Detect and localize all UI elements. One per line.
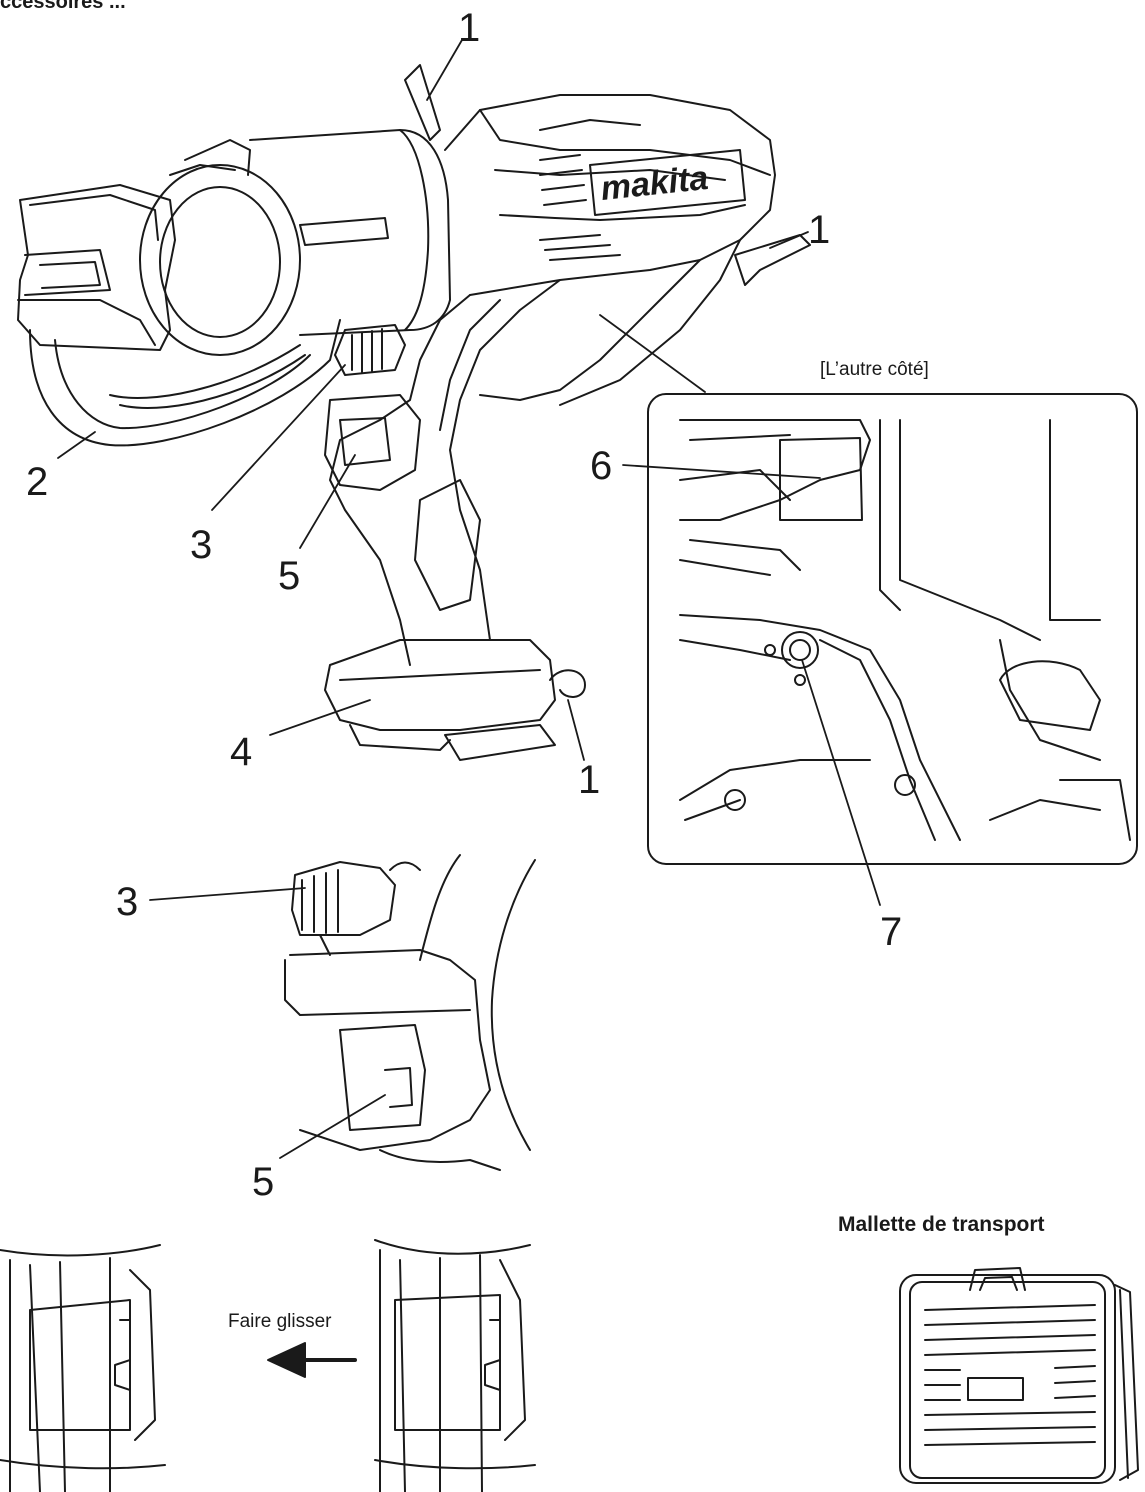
callout-1-bottom: 1 bbox=[578, 758, 601, 802]
slide-after-drawing bbox=[374, 1239, 536, 1492]
callout-2: 2 bbox=[26, 460, 49, 504]
callout-4: 4 bbox=[230, 730, 253, 774]
caption-slide: Faire glisser bbox=[228, 1311, 332, 1332]
caption-other-side: [L’autre côté] bbox=[820, 359, 929, 380]
carrying-case-drawing bbox=[899, 1267, 1139, 1484]
detail-leader-lines bbox=[149, 887, 386, 1159]
other-side-inset bbox=[647, 393, 1138, 865]
main-leader-lines bbox=[57, 39, 809, 761]
callout-5-main: 5 bbox=[278, 554, 301, 598]
callout-1-right: 1 bbox=[808, 208, 831, 252]
callout-1-top: 1 bbox=[458, 6, 481, 50]
inset-leader-lines bbox=[622, 464, 881, 906]
knob-switch-detail bbox=[284, 854, 536, 1171]
logo-text: makita bbox=[599, 159, 710, 208]
main-tool-drawing bbox=[17, 64, 811, 761]
slide-before-drawing bbox=[0, 1244, 166, 1492]
caption-carrying-case: Mallette de transport bbox=[838, 1213, 1045, 1236]
header-text: ccessoires ... bbox=[0, 0, 126, 13]
callout-7: 7 bbox=[880, 910, 903, 954]
callout-6: 6 bbox=[590, 444, 613, 488]
callout-5-detail: 5 bbox=[252, 1160, 275, 1204]
slide-arrow bbox=[267, 1342, 357, 1378]
callout-3-detail: 3 bbox=[116, 880, 139, 924]
callout-3-main: 3 bbox=[190, 523, 213, 567]
